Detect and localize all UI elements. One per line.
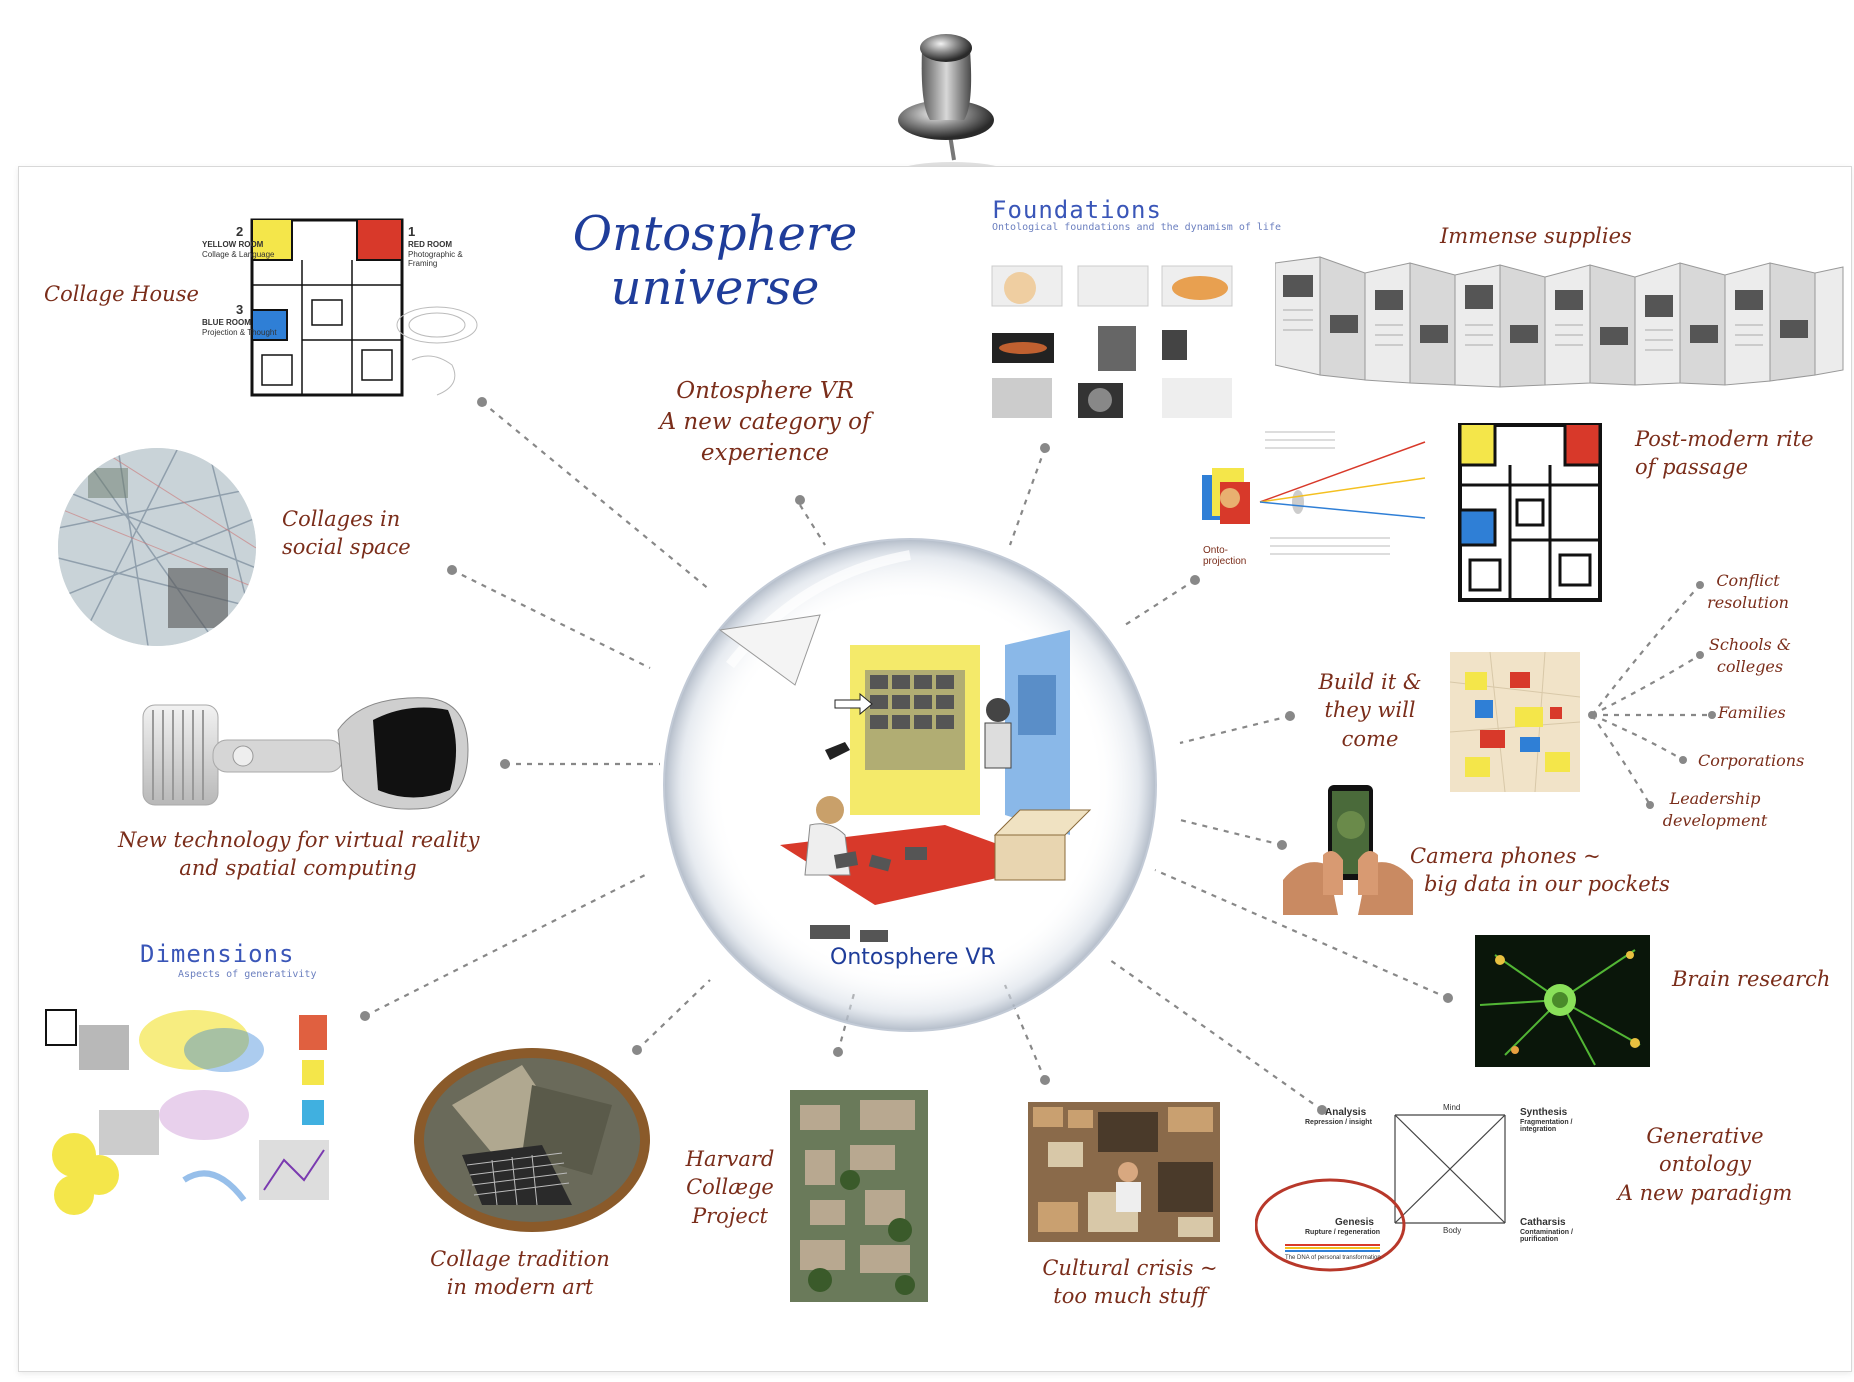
- brain-label: Brain research: [1672, 967, 1831, 991]
- post-modern-line-1: Post-modern rite: [1635, 427, 1814, 451]
- generative-line-2: ontology: [1659, 1152, 1751, 1177]
- new-tech-label: New technology for virtual reality and s…: [118, 826, 480, 883]
- collage-house-label: Collage House: [44, 282, 199, 306]
- floorplan-blue-name: BLUE ROOM: [202, 318, 251, 327]
- schools-line-2: colleges: [1716, 656, 1784, 676]
- harvard-line-2: Collæge: [686, 1175, 774, 1200]
- post-modern-line-2: of passage: [1635, 455, 1748, 480]
- gen-dna: The DNA of personal transformation: [1285, 1255, 1381, 1261]
- corporations-label: Corporations: [1698, 751, 1805, 770]
- center-label: Ontosphere VR: [830, 945, 996, 970]
- gen-synthesis: Synthesis: [1520, 1107, 1568, 1118]
- gen-body: Body: [1443, 1226, 1462, 1235]
- floorplan-blue-sub: Projection & Thought: [202, 328, 277, 337]
- harvard-line-3: Project: [692, 1203, 768, 1228]
- generative-label: Generative ontology A new paradigm: [1605, 1122, 1805, 1207]
- gen-catharsis-sub: Contamination / purification: [1520, 1229, 1573, 1243]
- brain-image: [1475, 935, 1650, 1067]
- build-it-label: Build it & they will come: [1305, 668, 1435, 753]
- onto-projection-label: Onto- projection: [1203, 545, 1246, 567]
- collages-social-image: [58, 448, 256, 646]
- post-modern-plan: [1455, 420, 1605, 610]
- conflict-line-1: Conflict: [1716, 571, 1780, 590]
- ontosphere-bubble: [660, 535, 1160, 1035]
- schools-label: Schools & colleges: [1690, 634, 1810, 677]
- camera-phone-image: [1283, 785, 1413, 915]
- leadership-line-2: development: [1662, 810, 1768, 830]
- camera-line-2: big data in our pockets: [1424, 872, 1670, 897]
- floorplan-blue-num: 3: [236, 302, 244, 317]
- conflict-label: Conflict resolution: [1688, 570, 1808, 613]
- floorplan-red-name: RED ROOM: [408, 240, 452, 249]
- build-it-line-2: they will: [1324, 698, 1416, 723]
- collages-social-line-1: Collages in: [282, 507, 401, 531]
- families-label: Families: [1718, 703, 1786, 722]
- generative-line-1: Generative: [1646, 1124, 1764, 1148]
- floorplan-red-num: 1: [408, 224, 416, 239]
- generative-line-3: A new paradigm: [1617, 1180, 1793, 1205]
- build-it-map: [1450, 652, 1580, 792]
- foundations-panel: [990, 258, 1240, 423]
- collages-social-label: Collages in social space: [282, 505, 411, 562]
- floorplan-red-sub: Photographic & Framing: [408, 250, 463, 268]
- cultural-crisis-line-2: too much stuff: [1053, 1284, 1207, 1309]
- onto-projection-line-1: Onto-: [1203, 545, 1229, 556]
- gen-synthesis-sub: Fragmentation / integration: [1520, 1119, 1573, 1133]
- gen-mind: Mind: [1443, 1103, 1461, 1112]
- harvard-label: Harvard Collæge Project: [680, 1145, 780, 1230]
- page-title: Ontosphere universe: [560, 206, 870, 316]
- conflict-line-2: resolution: [1707, 592, 1789, 612]
- cultural-crisis-image: [1028, 1102, 1220, 1242]
- onto-projection-diagram: [1200, 420, 1430, 590]
- onto-projection-line-2: projection: [1203, 556, 1247, 567]
- foundations-subtitle: Ontological foundations and the dynamism…: [992, 222, 1281, 233]
- ontosphere-vr-line-2: A new category of: [659, 409, 871, 436]
- new-tech-line-1: New technology for virtual reality: [118, 828, 480, 852]
- ontosphere-vr-line-1: Ontosphere VR: [676, 378, 854, 404]
- generative-diagram: Analysis Repression / insight Synthesis …: [1255, 1103, 1610, 1280]
- leadership-label: Leadership development: [1650, 788, 1780, 831]
- ontosphere-vr-line-3: experience: [700, 440, 830, 467]
- vr-headset-image: [138, 690, 473, 820]
- dimensions-panel: [44, 1000, 344, 1220]
- title-line-1: Ontosphere: [572, 206, 858, 262]
- leadership-line-1: Leadership: [1669, 789, 1761, 808]
- camera-label: Camera phones ~ big data in our pockets: [1410, 842, 1670, 899]
- cultural-crisis-label: Cultural crisis ~ too much stuff: [1030, 1254, 1230, 1311]
- collage-tradition-line-1: Collage tradition: [430, 1247, 610, 1271]
- foundations-title: Foundations: [992, 196, 1162, 224]
- immense-supplies-image: [1275, 255, 1845, 395]
- collage-house-plan: 2 YELLOW ROOM Collage & Language 1 RED R…: [202, 210, 482, 410]
- collages-social-line-2: social space: [282, 535, 411, 560]
- ontosphere-vr-label: Ontosphere VR A new category of experien…: [640, 376, 890, 469]
- schools-line-1: Schools &: [1708, 635, 1792, 654]
- build-it-line-3: come: [1341, 726, 1399, 751]
- post-modern-label: Post-modern rite of passage: [1635, 425, 1814, 482]
- camera-line-1: Camera phones ~: [1410, 844, 1601, 868]
- cultural-crisis-line-1: Cultural crisis ~: [1042, 1256, 1218, 1280]
- collage-tradition-line-2: in modern art: [446, 1275, 594, 1300]
- gen-genesis: Genesis: [1335, 1217, 1374, 1228]
- immense-supplies-label: Immense supplies: [1440, 224, 1632, 248]
- build-it-line-1: Build it &: [1318, 670, 1422, 694]
- harvard-aerial-image: [790, 1090, 928, 1302]
- floorplan-yellow-num: 2: [236, 224, 244, 239]
- gen-analysis: Analysis: [1325, 1107, 1367, 1118]
- dimensions-subtitle: Aspects of generativity: [178, 969, 317, 980]
- gen-catharsis: Catharsis: [1520, 1217, 1566, 1228]
- floorplan-yellow-name: YELLOW ROOM: [202, 240, 264, 249]
- cubist-collage-image: [412, 1045, 652, 1235]
- dimensions-title: Dimensions: [140, 940, 295, 968]
- floorplan-yellow-sub: Collage & Language: [202, 250, 275, 259]
- harvard-line-1: Harvard: [685, 1147, 775, 1171]
- gen-genesis-sub: Rupture / regeneration: [1305, 1229, 1381, 1236]
- new-tech-line-2: and spatial computing: [179, 856, 417, 881]
- title-line-2: universe: [610, 259, 820, 316]
- collage-tradition-label: Collage tradition in modern art: [410, 1245, 630, 1302]
- gen-analysis-sub: Repression / insight: [1305, 1119, 1372, 1126]
